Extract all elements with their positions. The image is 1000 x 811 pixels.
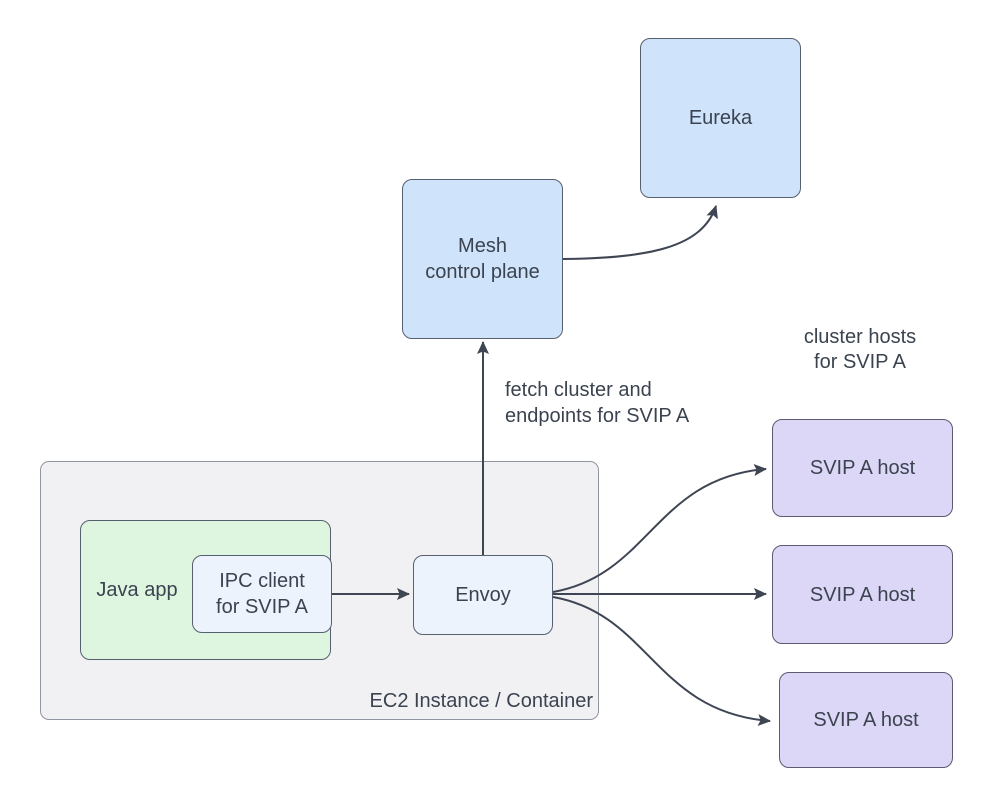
java-app-label: Java app bbox=[96, 578, 178, 601]
eureka-node: Eureka bbox=[640, 38, 801, 198]
envoy-node: Envoy bbox=[413, 555, 553, 635]
mesh-control-plane-label: Mesh control plane bbox=[425, 235, 540, 283]
svip-a-host-node-2: SVIP A host bbox=[772, 545, 953, 644]
svip-a-host-label: SVIP A host bbox=[813, 709, 919, 731]
ipc-client-node: IPC client for SVIP A bbox=[192, 555, 332, 633]
mesh-control-plane-node: Mesh control plane bbox=[402, 179, 563, 339]
cluster-hosts-annotation: cluster hosts for SVIP A bbox=[803, 326, 917, 373]
eureka-label: Eureka bbox=[688, 107, 753, 129]
ec2-container-label: EC2 Instance / Container bbox=[369, 690, 593, 712]
svip-a-host-label: SVIP A host bbox=[809, 457, 916, 479]
svip-a-host-label: SVIP A host bbox=[809, 583, 916, 606]
arrow-mesh-to-eureka bbox=[562, 205, 718, 260]
svip-a-host-node-3: SVIP A host bbox=[779, 672, 953, 768]
ipc-client-label: IPC client for SVIP A bbox=[216, 570, 308, 618]
envoy-label: Envoy bbox=[455, 584, 511, 606]
fetch-endpoints-annotation: fetch cluster and endpoints for SVIP A bbox=[505, 379, 690, 427]
svip-a-host-node-1: SVIP A host bbox=[772, 419, 953, 517]
